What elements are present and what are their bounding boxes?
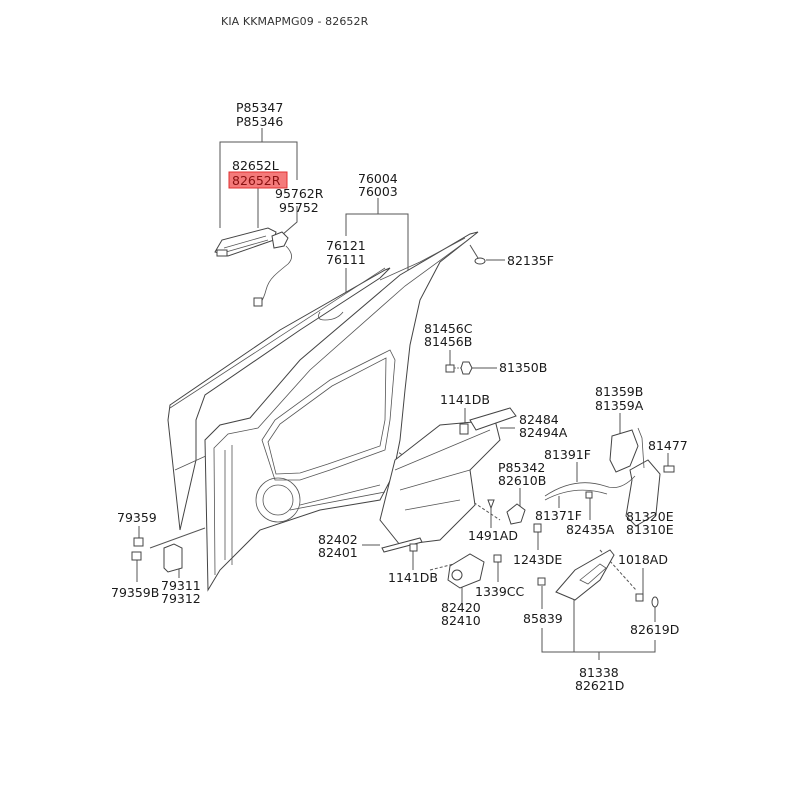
- highlighted-part-box: [228, 171, 288, 189]
- part-label[interactable]: 81391F: [544, 447, 591, 462]
- part-label[interactable]: 81477: [648, 438, 688, 453]
- part-label[interactable]: 82410: [441, 613, 481, 628]
- part-label[interactable]: 1141DB: [440, 392, 490, 407]
- part-label[interactable]: 79359: [117, 510, 157, 525]
- part-label[interactable]: 82484: [519, 412, 559, 427]
- part-label[interactable]: 85839: [523, 611, 563, 626]
- part-label[interactable]: 95762R: [275, 186, 324, 201]
- part-label[interactable]: 1141DB: [388, 570, 438, 585]
- part-label[interactable]: 81371F: [535, 508, 582, 523]
- part-label[interactable]: 79311: [161, 578, 201, 593]
- callout-labels: P85347 P85346 82652L 82652R 95762R 95752…: [111, 100, 688, 693]
- part-label[interactable]: 81310E: [626, 522, 674, 537]
- part-label[interactable]: 81456C: [424, 321, 473, 336]
- part-label[interactable]: 76121: [326, 238, 366, 253]
- part-label[interactable]: 81359B: [595, 384, 643, 399]
- part-label[interactable]: 82621D: [575, 678, 624, 693]
- part-label[interactable]: 82402: [318, 532, 358, 547]
- part-label[interactable]: 81338: [579, 665, 619, 680]
- part-label[interactable]: P85342: [498, 460, 545, 475]
- part-label[interactable]: 82610B: [498, 473, 546, 488]
- part-label[interactable]: 82135F: [507, 253, 554, 268]
- outside-handle-illustration: [214, 227, 292, 307]
- part-label[interactable]: 1339CC: [475, 584, 525, 599]
- part-label[interactable]: 1243DE: [513, 552, 562, 567]
- diagram-title: KIA KKMAPMG09 - 82652R: [221, 15, 369, 28]
- part-label[interactable]: 81320E: [626, 509, 674, 524]
- inside-handle-illustration: [537, 549, 659, 608]
- part-label[interactable]: 81359A: [595, 398, 644, 413]
- part-label[interactable]: 76111: [326, 252, 366, 267]
- striker-illustration: [445, 361, 473, 375]
- part-label[interactable]: 1018AD: [618, 552, 668, 567]
- part-label[interactable]: 82494A: [519, 425, 568, 440]
- door-hinge-illustration: [131, 537, 183, 573]
- door-latch-illustration: [544, 427, 675, 527]
- part-label[interactable]: 82420: [441, 600, 481, 615]
- part-label[interactable]: 76003: [358, 184, 398, 199]
- part-label[interactable]: 82619D: [630, 622, 679, 637]
- door-assembly-illustration: [167, 231, 479, 592]
- part-label[interactable]: 82652L: [232, 158, 279, 173]
- part-label[interactable]: 81350B: [499, 360, 547, 375]
- part-label[interactable]: 1491AD: [468, 528, 518, 543]
- part-label[interactable]: 95752: [279, 200, 319, 215]
- part-label[interactable]: 82435A: [566, 522, 615, 537]
- highlighted-part-label[interactable]: 82652R: [232, 173, 281, 188]
- grommet-illustration: [474, 257, 486, 265]
- part-label[interactable]: 79312: [161, 591, 201, 606]
- window-regulator-illustration: [379, 407, 542, 589]
- part-label[interactable]: 82401: [318, 545, 358, 560]
- part-label[interactable]: 81456B: [424, 334, 472, 349]
- part-label[interactable]: P85347: [236, 100, 283, 115]
- part-label[interactable]: 76004: [358, 171, 398, 186]
- part-label[interactable]: P85346: [236, 114, 283, 129]
- part-label[interactable]: 79359B: [111, 585, 159, 600]
